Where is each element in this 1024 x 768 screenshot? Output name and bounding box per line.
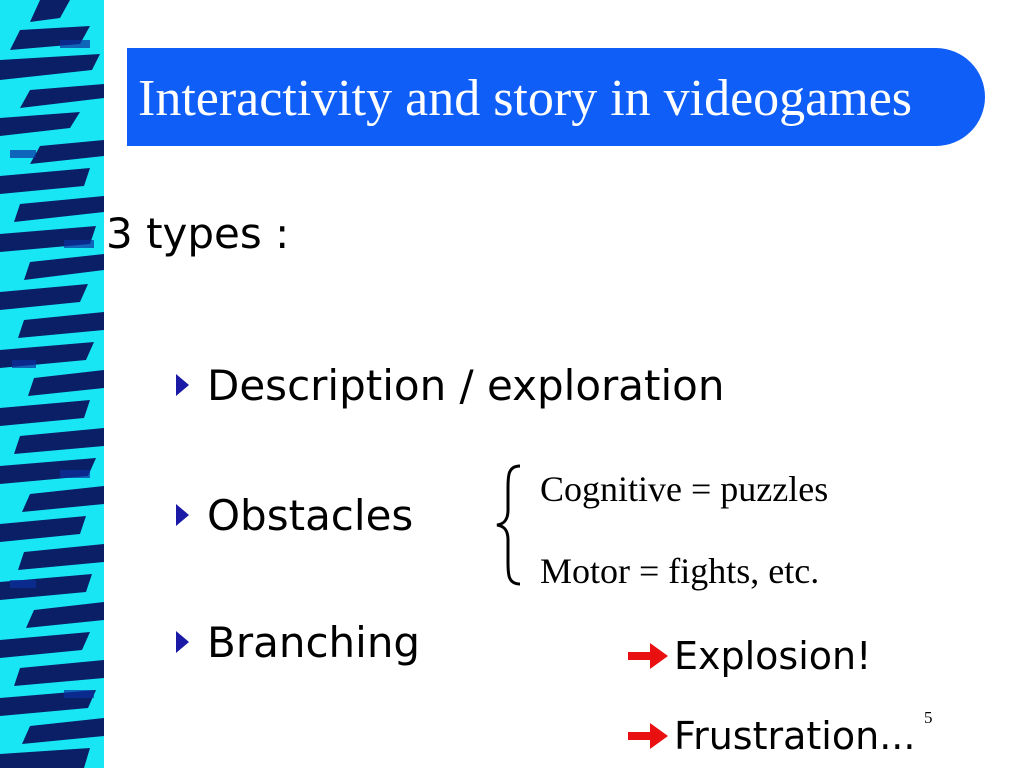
arrow-right-icon: [628, 723, 668, 749]
page-number: 5: [924, 708, 933, 727]
consequence-frustration: Frustration...: [626, 710, 915, 762]
slide-title: Interactivity and story in videogames: [138, 70, 913, 127]
bullet-item-description: Description / exploration: [176, 355, 725, 415]
consequence-label: Frustration...: [674, 714, 916, 758]
bullet-label: Branching: [207, 617, 421, 667]
consequence-explosion: Explosion!: [626, 630, 871, 682]
title-bar: [127, 48, 985, 146]
triangle-right-icon: [176, 374, 189, 396]
curly-brace-icon: [496, 464, 521, 586]
bullet-label: Obstacles: [207, 490, 414, 540]
decorative-side-strip: [0, 0, 118, 768]
triangle-right-icon: [176, 504, 189, 526]
obstacle-type-motor: Motor = fights, etc.: [540, 551, 820, 591]
arrow-right-icon: [628, 643, 668, 669]
bullet-item-branching: Branching: [176, 612, 420, 672]
triangle-right-icon: [176, 631, 189, 653]
bullet-item-obstacles: Obstacles: [176, 485, 413, 545]
consequence-label: Explosion!: [674, 634, 872, 678]
section-heading: 3 types :: [106, 209, 290, 258]
obstacle-type-cognitive: Cognitive = puzzles: [540, 469, 829, 509]
bullet-label: Description / exploration: [207, 360, 725, 410]
